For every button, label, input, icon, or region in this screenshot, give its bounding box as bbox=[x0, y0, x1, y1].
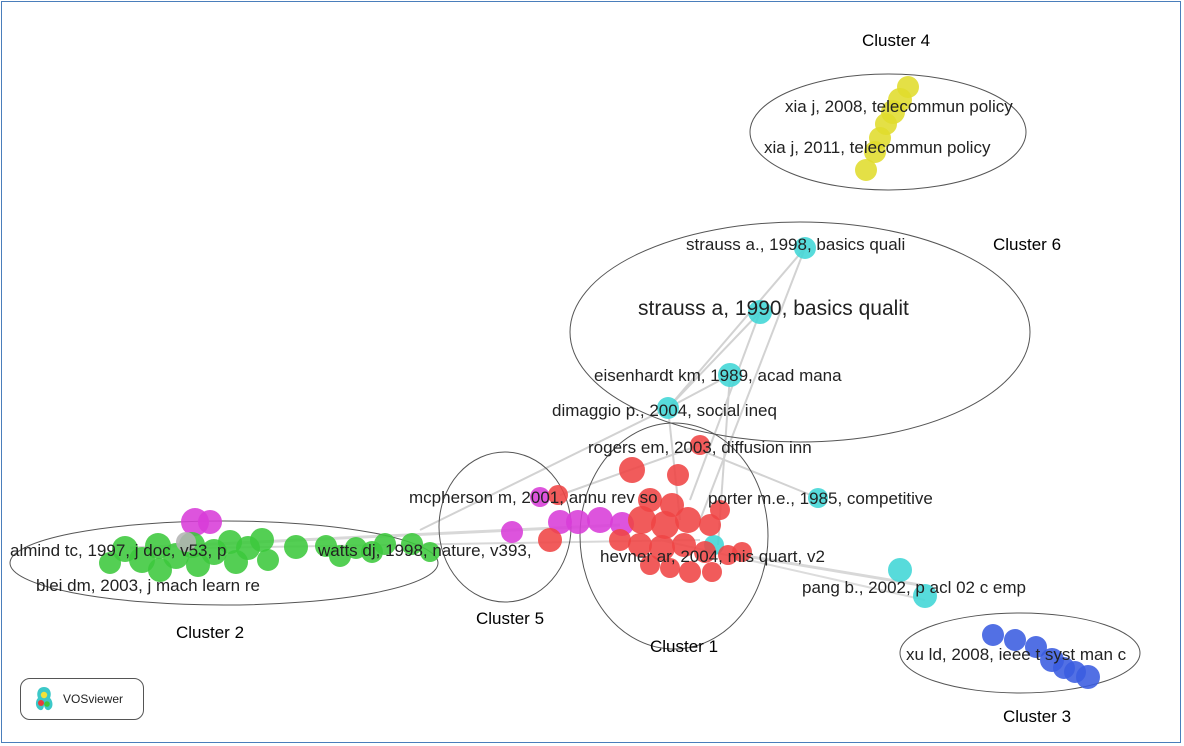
cluster-1-node[interactable] bbox=[628, 533, 652, 557]
node-label-pang-2002: pang b., 2002, p acl 02 c emp bbox=[802, 578, 1026, 597]
cluster-1-node[interactable] bbox=[628, 506, 656, 534]
cluster-5-node[interactable] bbox=[530, 487, 550, 507]
cluster-4-node[interactable] bbox=[864, 141, 886, 163]
cluster-6-node[interactable] bbox=[794, 237, 816, 259]
cluster-3-label: Cluster 3 bbox=[1003, 707, 1071, 726]
cluster-1-node[interactable] bbox=[649, 535, 675, 561]
edge bbox=[689, 311, 761, 501]
cluster-2-node[interactable] bbox=[420, 542, 440, 562]
node-label-strauss-1998: strauss a., 1998, basics quali bbox=[686, 235, 905, 254]
cluster-6-node[interactable] bbox=[748, 300, 772, 324]
cluster-5-label: Cluster 5 bbox=[476, 609, 544, 628]
edge bbox=[699, 449, 819, 499]
cluster-6-outline bbox=[569, 221, 1031, 443]
cluster-1-node[interactable] bbox=[609, 529, 631, 551]
edge bbox=[667, 311, 761, 409]
cluster-1-node[interactable] bbox=[651, 511, 679, 539]
cluster-6-node[interactable] bbox=[808, 488, 828, 508]
node-label-blei-2003: blei dm, 2003, j mach learn re bbox=[36, 576, 260, 595]
node-label-mcpherson-2001: mcpherson m, 2001, annu rev so bbox=[409, 488, 658, 507]
cluster-3-outline bbox=[899, 612, 1141, 694]
cluster-1-node[interactable] bbox=[638, 488, 662, 512]
cluster-3-node[interactable] bbox=[982, 624, 1004, 646]
cluster-1-node[interactable] bbox=[710, 500, 730, 520]
cluster-2-node[interactable] bbox=[374, 533, 396, 555]
cluster-5-node[interactable] bbox=[501, 521, 523, 543]
edge bbox=[667, 247, 806, 409]
unassigned-node[interactable] bbox=[176, 532, 196, 552]
vosviewer-logo-text: VOSviewer bbox=[63, 692, 124, 706]
cluster-6-node[interactable] bbox=[913, 584, 937, 608]
node-label-xu-2008: xu ld, 2008, ieee t syst man c bbox=[906, 645, 1127, 664]
cluster-1-node[interactable] bbox=[679, 561, 701, 583]
cluster-4-label: Cluster 4 bbox=[862, 31, 930, 50]
cluster-2-node[interactable] bbox=[284, 535, 308, 559]
node-label-rogers-2003: rogers em, 2003, diffusion inn bbox=[588, 438, 812, 457]
cluster-1-node[interactable] bbox=[699, 514, 721, 536]
cluster-6-label: Cluster 6 bbox=[993, 235, 1061, 254]
node-label-almind-1997: almind tc, 1997, j doc, v53, p bbox=[10, 541, 226, 560]
nodes bbox=[99, 76, 1100, 689]
cluster-4-node[interactable] bbox=[855, 159, 877, 181]
cluster-1-node[interactable] bbox=[675, 507, 701, 533]
cluster-outlines bbox=[9, 73, 1141, 694]
cluster-5-node[interactable] bbox=[587, 507, 613, 533]
cluster-1-node[interactable] bbox=[548, 485, 568, 505]
cluster-1-node[interactable] bbox=[667, 464, 689, 486]
cluster-6-node[interactable] bbox=[657, 397, 679, 419]
node-label-eisenhardt-1989: eisenhardt km, 1989, acad mana bbox=[594, 366, 842, 385]
cluster-3-node[interactable] bbox=[1004, 629, 1026, 651]
node-label-dimaggio-2004: dimaggio p., 2004, social ineq bbox=[552, 401, 777, 420]
cluster-2-node[interactable] bbox=[257, 549, 279, 571]
edge bbox=[699, 247, 806, 521]
cluster-1-label: Cluster 1 bbox=[650, 637, 718, 656]
cluster-2-outline bbox=[9, 520, 439, 606]
cluster-6-node[interactable] bbox=[718, 363, 742, 387]
cluster-3-node[interactable] bbox=[1076, 665, 1100, 689]
node-label-xia-2008: xia j, 2008, telecommun policy bbox=[785, 97, 1013, 116]
edge bbox=[739, 553, 921, 587]
cluster-1-node[interactable] bbox=[690, 435, 710, 455]
cluster-3-node[interactable] bbox=[1025, 636, 1047, 658]
node-label-hevner-2004: hevner ar, 2004, mis quart, v2 bbox=[600, 547, 825, 566]
cluster-6-node[interactable] bbox=[888, 558, 912, 582]
cluster-1-node[interactable] bbox=[660, 493, 684, 517]
cluster-2-label: Cluster 2 bbox=[176, 623, 244, 642]
cluster-2-node[interactable] bbox=[250, 528, 274, 552]
vosviewer-logo: VOSviewer bbox=[20, 678, 144, 720]
cluster-5-node[interactable] bbox=[566, 510, 590, 534]
cluster-1-node[interactable] bbox=[702, 562, 722, 582]
node-labels: xia j, 2008, telecommun policy xia j, 20… bbox=[10, 97, 1127, 664]
cluster-labels: Cluster 4 Cluster 6 Cluster 5 Cluster 1 … bbox=[176, 31, 1071, 726]
node-label-watts-1998: watts dj, 1998, nature, v393, bbox=[317, 541, 532, 560]
cluster-1-outline bbox=[579, 422, 769, 650]
vosviewer-logo-icon bbox=[35, 687, 53, 711]
cluster-5-node[interactable] bbox=[548, 510, 572, 534]
cluster-1-node[interactable] bbox=[672, 533, 696, 557]
cluster-1-node[interactable] bbox=[694, 541, 716, 563]
node-label-strauss-1990: strauss a, 1990, basics qualit bbox=[638, 297, 909, 320]
cluster-1-node[interactable] bbox=[732, 542, 752, 562]
cluster-5-node[interactable] bbox=[198, 510, 222, 534]
cluster-2-node[interactable] bbox=[401, 533, 423, 555]
node-label-porter-1985: porter m.e., 1985, competitive bbox=[708, 489, 933, 508]
edges bbox=[129, 247, 926, 601]
cluster-1-node[interactable] bbox=[619, 457, 645, 483]
node-label-xia-2011: xia j, 2011, telecommun policy bbox=[764, 138, 991, 157]
edge bbox=[419, 407, 669, 531]
cluster-1-node[interactable] bbox=[660, 558, 680, 578]
cluster-4-outline bbox=[749, 73, 1027, 191]
cluster-1-node[interactable] bbox=[640, 555, 660, 575]
cluster-1-node[interactable] bbox=[538, 528, 562, 552]
